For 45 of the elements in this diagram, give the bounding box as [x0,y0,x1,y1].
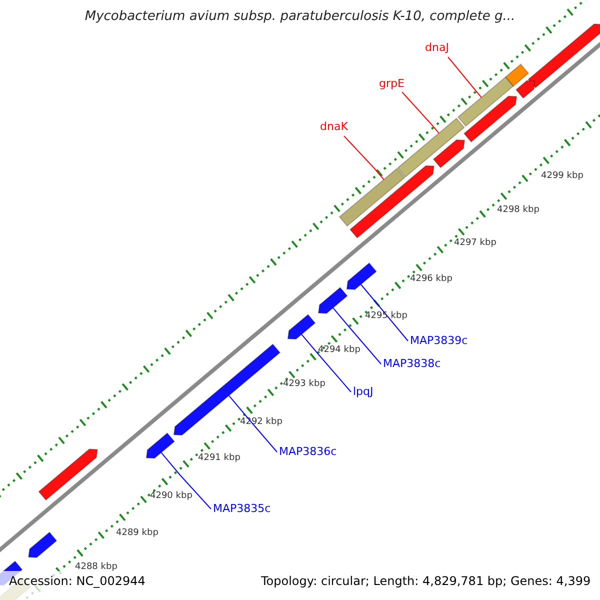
scale-label: 4296 kbp [410,274,452,284]
leader-line [228,395,278,452]
scale-label: 4298 kbp [497,205,540,215]
gene-feature-block [287,314,316,340]
gene-feature-block [28,532,58,558]
scale-label: 4295 kbp [365,311,408,321]
leader-line [332,307,382,364]
gene-feature-block [318,286,348,314]
gene-label: lpqJ [353,385,374,399]
gene-feature-block [349,165,435,239]
leader-line [402,92,440,134]
gene-feature-block [457,76,514,127]
gene-label: MAP3839c [410,334,468,348]
leader-line [448,56,482,98]
scale-label: 4290 kbp [150,491,192,501]
gene-feature-block [528,23,600,88]
leader-line [344,136,384,180]
gene-feature-block [146,432,176,459]
scale-label: 4297 kbp [454,238,496,248]
gene-feature-block [338,168,406,227]
gene-feature-block [463,96,518,143]
gene-feature-block [504,63,530,87]
gene-label: MAP3835c [213,502,271,516]
map-title: Mycobacterium avium subsp. paratuberculosis K-10, complete g... [84,9,516,24]
gene-label: grpE [379,77,404,91]
gene-label: MAP3838c [383,357,441,371]
scale-label: 4289 kbp [116,528,158,538]
gene-feature-block [396,118,465,178]
scale-label: 4288 kbp [75,562,118,572]
accession-text: Accession: NC_002944 [9,574,146,588]
gene-label: dnaK [320,120,348,134]
scale-label: 4294 kbp [318,345,360,355]
gene-feature-block [173,344,281,436]
gene-label: dnaJ [425,41,449,55]
gene-label: MAP3836c [279,445,337,459]
genome-summary-text: Topology: circular; Length: 4,829,781 bp; Genes: 4,399 [261,574,591,588]
leader-line [360,284,408,342]
leader-line [301,334,352,392]
scale-label: 4299 kbp [541,171,584,181]
gene-feature-block [38,448,98,501]
leader-line [160,452,212,510]
gene-feature-block [515,80,536,99]
gene-feature-block [432,139,466,168]
scale-label: 4291 kbp [198,453,240,463]
gene-feature-block [346,262,377,290]
